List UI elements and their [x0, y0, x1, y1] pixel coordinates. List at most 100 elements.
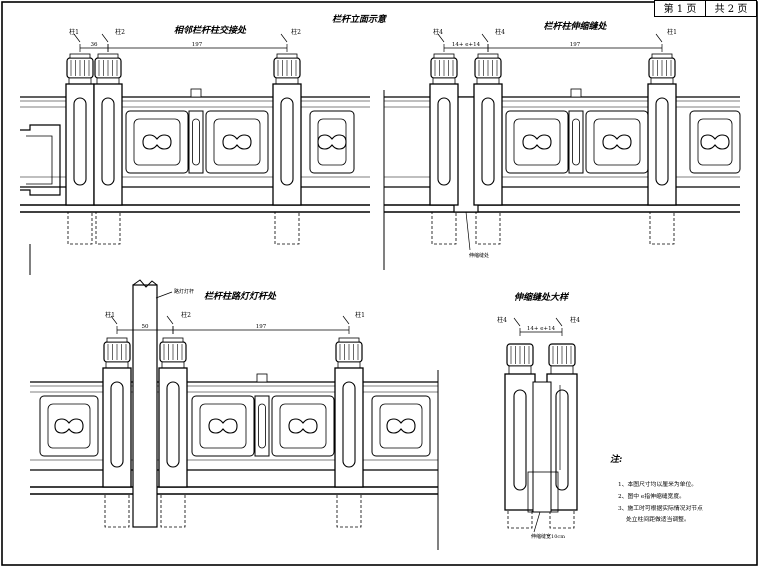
- end-profile-inner: [26, 135, 53, 185]
- post-body: [429, 83, 459, 206]
- post-slot: [481, 97, 495, 186]
- note-item-cont: 处立柱间距做适当调整。: [626, 515, 690, 523]
- keyhole-ornament: [142, 134, 172, 150]
- detail-post-embedded: [507, 509, 533, 529]
- views-layer: [20, 33, 741, 550]
- end-profile: [20, 124, 61, 196]
- post-label: 柱1: [355, 311, 365, 319]
- post-body: [647, 83, 677, 206]
- keyhole-ornament: [386, 418, 416, 434]
- view-title: 栏杆柱伸缩缝处: [543, 21, 607, 32]
- post-label: 柱2: [115, 28, 125, 36]
- post-label: 柱1: [105, 311, 115, 319]
- keyhole-ornament: [317, 134, 347, 150]
- middle-slot-cap: [190, 88, 202, 98]
- middle-slot-post: [254, 395, 270, 457]
- post-label: 柱2: [181, 311, 191, 319]
- keyhole-ornament: [288, 418, 318, 434]
- post-collar: [96, 77, 120, 85]
- detail-post-collar: [550, 365, 574, 375]
- post-label: 柱4: [497, 316, 507, 324]
- view-post-junction: [20, 53, 370, 275]
- notes-heading: 注:: [610, 454, 622, 465]
- page-number-box: 第 1 页: [654, 0, 706, 17]
- callout-label: 伸缩缝处: [469, 252, 489, 259]
- post-body: [158, 367, 188, 488]
- dim-label: 50: [142, 324, 149, 330]
- post-slot: [110, 381, 124, 468]
- post-label-leader: [342, 315, 350, 325]
- note-item: 3、施工时可根据实际情况对节点: [618, 504, 703, 512]
- panel-inner: [133, 118, 181, 166]
- post-label: 柱2: [291, 28, 301, 36]
- middle-slot-cap: [570, 88, 582, 98]
- post-body: [102, 367, 132, 488]
- view-joint-detail: [504, 343, 578, 533]
- view-title: 伸缩缝处大样: [514, 292, 570, 303]
- post-collar: [337, 361, 361, 369]
- post-body: [65, 83, 95, 206]
- lamp-pole: [132, 284, 158, 528]
- post-embedded: [475, 211, 501, 245]
- note-item: 1、本图尺寸均以厘米为单位。: [618, 480, 697, 488]
- lamp-pole-break: [132, 279, 158, 288]
- post-label: 柱4: [495, 28, 505, 36]
- detail-post-collar: [508, 365, 532, 375]
- post-collar: [650, 77, 674, 85]
- detail-joint: [532, 381, 552, 513]
- post-slot: [655, 97, 669, 186]
- post-cap-top: [338, 337, 360, 343]
- dim-label: 14+ e+14: [452, 42, 481, 48]
- post-cap-top: [106, 337, 128, 343]
- panel-inner: [317, 118, 347, 166]
- detail-post-embedded: [549, 509, 575, 529]
- post-label-leader: [73, 33, 81, 43]
- post-embedded: [67, 211, 93, 245]
- keyhole-ornament: [522, 134, 552, 150]
- middle-slot: [572, 118, 580, 166]
- panel-inner: [593, 118, 641, 166]
- post-label: 柱4: [570, 316, 580, 324]
- panel-inner: [199, 403, 247, 449]
- middle-slot-cap: [256, 373, 268, 383]
- detail-post-slot: [513, 389, 527, 491]
- post-cap-top: [651, 53, 673, 59]
- post-slot: [73, 97, 87, 186]
- post-body: [473, 83, 503, 206]
- detail-joint-base: [527, 471, 559, 513]
- post-slot: [342, 381, 356, 468]
- middle-slot-post: [568, 110, 584, 174]
- post-label: 柱4: [433, 28, 443, 36]
- post-cap-top: [276, 53, 298, 59]
- panel-inner: [379, 403, 423, 449]
- panel-inner: [279, 403, 327, 449]
- post-cap-top: [97, 53, 119, 59]
- post-slot: [166, 381, 180, 468]
- keyhole-ornament: [700, 134, 730, 150]
- post-embedded: [274, 211, 300, 245]
- post-body: [272, 83, 302, 206]
- page-total: 共 2 页: [714, 4, 748, 15]
- leader-exp-joint: [465, 211, 471, 251]
- panel-inner: [47, 403, 91, 449]
- post-body: [93, 83, 123, 206]
- post-collar: [105, 361, 129, 369]
- keyhole-ornament: [54, 418, 84, 434]
- post-slot: [437, 97, 451, 186]
- callout-label: 路灯灯杆: [174, 288, 194, 295]
- post-embedded: [336, 493, 362, 528]
- middle-slot: [192, 118, 200, 166]
- post-embedded: [104, 493, 130, 528]
- view-expansion-joint: [383, 53, 741, 270]
- leader-joint-width: [533, 511, 541, 533]
- main-title: 栏杆立面示意: [332, 14, 387, 25]
- post-label-leader: [437, 33, 445, 43]
- post-label-leader: [481, 33, 489, 43]
- post-embedded: [95, 211, 121, 245]
- page-total-box: 共 2 页: [705, 0, 757, 17]
- dim-label: 14+ e+14: [527, 326, 556, 332]
- keyhole-ornament: [208, 418, 238, 434]
- post-collar: [476, 77, 500, 85]
- dim-label: 197: [256, 324, 267, 330]
